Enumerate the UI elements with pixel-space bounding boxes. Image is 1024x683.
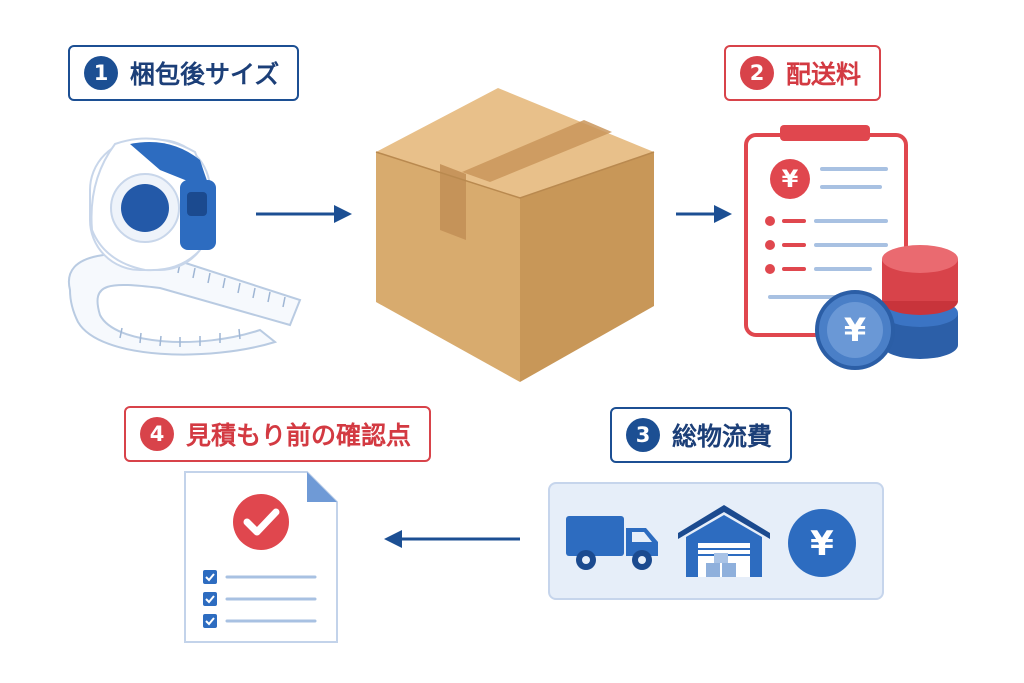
step-3-label: 3 総物流費 <box>610 407 793 463</box>
arrow-box-to-invoice <box>676 205 732 223</box>
yen-circle-icon: ¥ <box>788 509 856 577</box>
cardboard-box-icon <box>375 88 655 382</box>
step-1-number: 1 <box>84 56 118 90</box>
invoice-yen-symbol: ¥ <box>782 165 799 193</box>
step-4-number: 4 <box>140 417 174 451</box>
step-4-title: 見積もり前の確認点 <box>186 421 412 450</box>
invoice-with-coins-icon: ¥ ¥ <box>744 125 958 370</box>
coin-stack-icon <box>882 245 958 359</box>
arrow-cost-to-checklist <box>384 530 520 548</box>
tape-measure-icon <box>67 137 302 356</box>
step-2-number: 2 <box>740 56 774 90</box>
step-4-label: 4 見積もり前の確認点 <box>124 406 432 462</box>
checklist-document-icon <box>184 471 338 643</box>
step-3-title: 総物流費 <box>672 422 773 451</box>
arrow-tape-to-box <box>256 205 352 223</box>
step-3-number: 3 <box>626 418 660 452</box>
step-2-label: 2 配送料 <box>724 45 882 101</box>
panel-yen-symbol: ¥ <box>810 524 834 564</box>
step-1-label: 1 梱包後サイズ <box>68 45 300 101</box>
coin-yen-symbol: ¥ <box>844 311 866 349</box>
step-2-title: 配送料 <box>786 60 862 89</box>
delivery-truck-icon <box>566 516 658 570</box>
warehouse-icon <box>678 505 770 577</box>
step-1-title: 梱包後サイズ <box>130 60 280 89</box>
